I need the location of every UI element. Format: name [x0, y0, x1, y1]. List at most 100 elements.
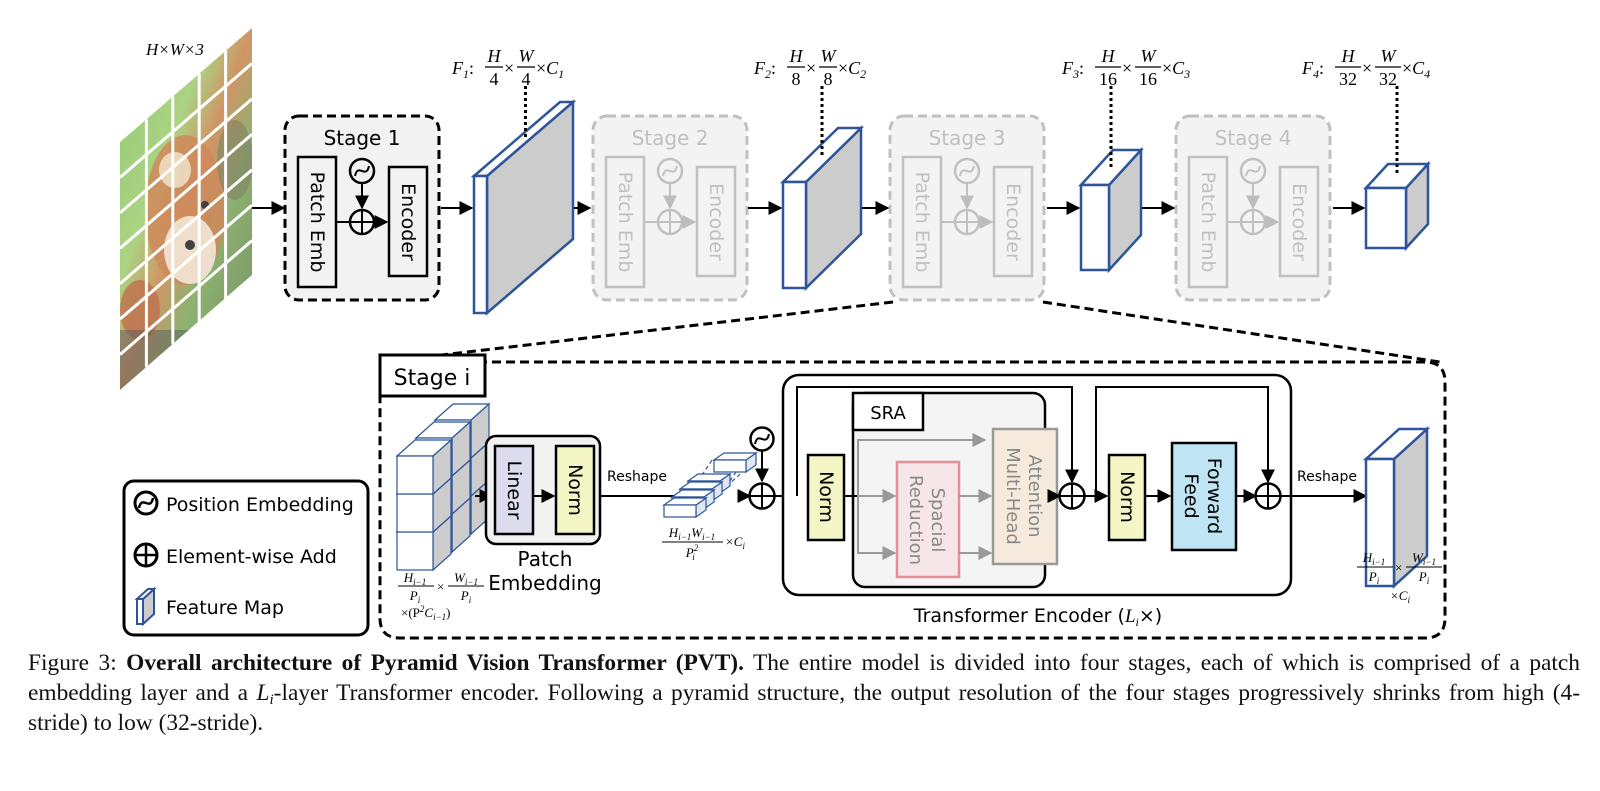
feature-map-F1: F1:H4×W4×C1 [451, 46, 577, 316]
token-sequence [662, 451, 758, 519]
svg-text:×(P2Ci−1): ×(P2Ci−1) [401, 604, 450, 622]
patch-cube [395, 476, 453, 534]
svg-text:Pi: Pi [1368, 569, 1380, 586]
arrow-to-mha-q [857, 433, 987, 496]
grid-line-h [119, 239, 253, 356]
element-wise-add-icon [1254, 482, 1282, 510]
stage-title: Stage 2 [632, 126, 709, 150]
sra-title: SRA [870, 403, 906, 424]
legend: Position Embedding Element-wise Add Feat… [122, 479, 370, 637]
svg-text:×Ci: ×Ci [1390, 588, 1410, 605]
feature-map-front [1364, 186, 1408, 250]
grid-line-h [119, 133, 253, 250]
patch-cube [395, 438, 453, 496]
svg-text:16: 16 [1099, 69, 1117, 89]
legend-position-embedding: Position Embedding [166, 494, 354, 516]
patch-grid [119, 50, 253, 368]
svg-text:4: 4 [490, 69, 499, 89]
element-wise-add-icon [133, 542, 159, 568]
feature-map-label-F3: F3:H16×W16×C3 [1061, 46, 1190, 89]
svg-text:×Ci: ×Ci [725, 534, 745, 551]
svg-text:H: H [789, 46, 804, 66]
stage-i-title-box [378, 353, 487, 398]
svg-text:4: 4 [522, 69, 531, 89]
patch-emb-label: Patch Emb [911, 172, 933, 273]
multi-head-attention-label: AttentionMulti-Head [1002, 447, 1045, 545]
svg-text:Pi: Pi [409, 588, 421, 605]
element-wise-add-icon [1239, 208, 1267, 236]
spatial-reduction-label: SpacialReduction [905, 475, 948, 565]
svg-text:Hi−1Wi−1: Hi−1Wi−1 [668, 525, 715, 542]
element-wise-add-icon [953, 208, 981, 236]
feed-forward-box [1170, 441, 1238, 552]
patch-emb-label: Patch Emb [306, 172, 328, 273]
svg-text:×: × [1122, 58, 1132, 78]
input-patch-grid [395, 402, 491, 572]
token [712, 451, 758, 474]
svg-text:×C2: ×C2 [838, 58, 866, 81]
svg-text:Hi−1: Hi−1 [1362, 550, 1385, 567]
arrow-to-sr-v [857, 496, 897, 560]
linear-layer [493, 444, 535, 536]
svg-text:F1:: F1: [451, 58, 474, 81]
svg-text:×C3: ×C3 [1162, 58, 1190, 81]
encoder-block [1278, 165, 1320, 278]
svg-text:F3:: F3: [1061, 58, 1084, 81]
norm-label-2: Norm [1116, 471, 1138, 523]
norm-layer-2 [1107, 453, 1147, 542]
input-dims: Hi−1 Pi × Wi−1 Pi ×(P2Ci−1) [398, 570, 484, 622]
caption-math-sub: i [269, 692, 274, 708]
grid-line-h [119, 62, 253, 179]
output-feature-map [1362, 426, 1431, 589]
input-image [119, 28, 253, 390]
norm-label-1: Norm [815, 471, 837, 523]
svg-text:W: W [519, 46, 536, 66]
caption-prefix: Figure 3: [28, 650, 127, 676]
svg-text:×: × [1362, 58, 1372, 78]
input-dims-label: H×W×3 [145, 40, 204, 59]
encoder-block [695, 165, 737, 278]
svg-text:H: H [487, 46, 502, 66]
stage-title: Stage 1 [324, 126, 401, 150]
legend-feature-map: Feature Map [166, 597, 284, 619]
skip-connection-2 [1095, 386, 1275, 496]
feature-map-F4: F4:H32×W32×C4 [1301, 46, 1431, 252]
svg-text:×C1: ×C1 [536, 58, 564, 81]
reshape-label-2: Reshape [1297, 469, 1357, 485]
patch-emb-label: Patch Emb [1197, 172, 1219, 273]
svg-text:8: 8 [824, 69, 833, 89]
stage-i-border [378, 360, 1447, 640]
sra-title-box [851, 391, 925, 432]
encoder-label: Encoder [1002, 183, 1024, 261]
feature-map-label-F2: F2:H8×W8×C2 [753, 46, 866, 89]
stage-i-title: Stage i [394, 366, 471, 391]
reshape-label-1: Reshape [607, 469, 667, 485]
element-wise-add-icon [1058, 482, 1086, 510]
svg-text:F2:: F2: [753, 58, 776, 81]
legend-box [122, 479, 370, 637]
feed-forward-label: ForwardFeed [1180, 458, 1225, 534]
svg-text:F4:: F4: [1301, 58, 1324, 81]
svg-text:P2i: P2i [685, 543, 699, 562]
svg-text:Wi−1: Wi−1 [454, 570, 478, 587]
element-wise-add-icon [748, 482, 776, 510]
element-wise-add-icon [656, 208, 684, 236]
stage-title: Stage 3 [929, 126, 1006, 150]
caption-title: Overall architecture of Pyramid Vision T… [126, 650, 744, 676]
svg-text:×C4: ×C4 [1402, 58, 1430, 81]
svg-text:Pi: Pi [460, 588, 472, 605]
stage-title: Stage 4 [1215, 126, 1292, 150]
caption-text-1: The entire model is divided into four st… [28, 650, 1580, 706]
svg-text:×: × [806, 58, 816, 78]
norm-label-patch: Norm [564, 464, 586, 516]
encoder-block [992, 165, 1034, 278]
norm-layer-1 [806, 453, 846, 542]
caption-math-L: L [256, 680, 270, 706]
svg-text:×: × [437, 579, 444, 594]
grid-line-h [119, 204, 253, 321]
feature-map-label-F1: F1:H4×W4×C1 [451, 46, 564, 89]
svg-text:Wi−1: Wi−1 [1412, 550, 1436, 567]
svg-text:32: 32 [1379, 69, 1397, 89]
spatial-reduction-box [895, 460, 961, 579]
